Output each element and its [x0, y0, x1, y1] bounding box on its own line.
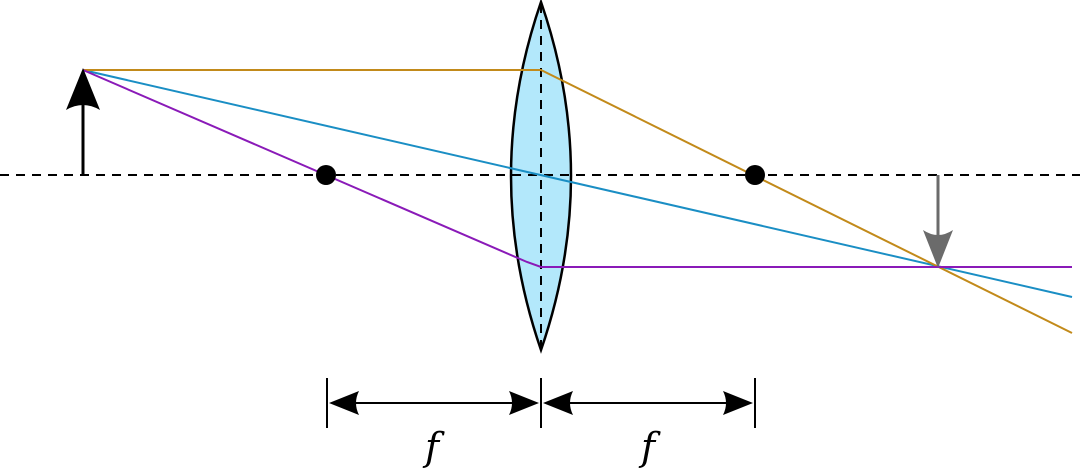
focal-dimension-left-head-end — [509, 391, 539, 415]
ray-parallel-to-axis — [83, 69, 1073, 334]
focal-point-left — [316, 165, 336, 185]
object-arrow-head — [66, 68, 100, 110]
focal-length-label-left: f — [422, 425, 445, 468]
focal-point-right — [745, 165, 765, 185]
focal-dimension-left-head-start — [329, 391, 359, 415]
image-arrow-head — [923, 230, 953, 268]
ray-through-focal-point — [82, 69, 1072, 268]
focal-dimension-right-head-end — [723, 391, 753, 415]
focal-length-label-right: f — [638, 425, 661, 468]
focal-dimension-right-head-start — [543, 391, 573, 415]
ray-through-center — [82, 69, 1073, 298]
